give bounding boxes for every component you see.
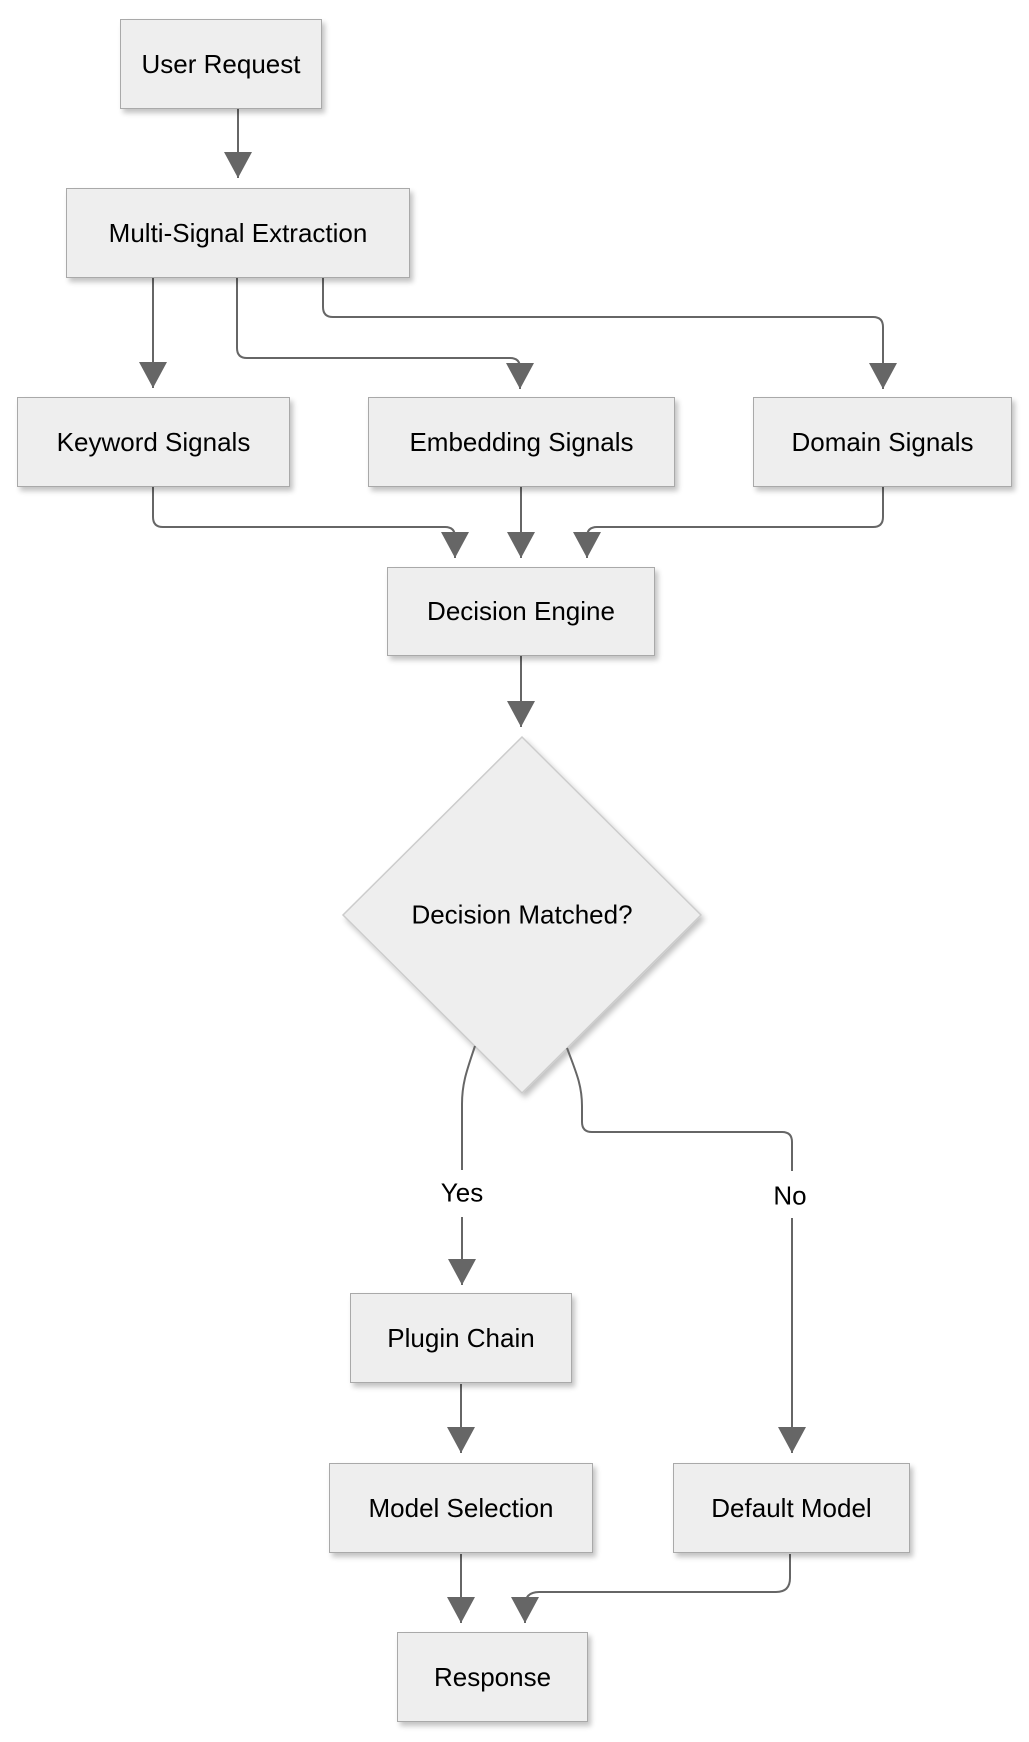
node-plugin-chain: Plugin Chain [350,1293,572,1383]
node-user-request: User Request [120,19,322,109]
edge-diamond-no-upper-segment [566,1047,793,1171]
edge-diamond-yes-upper-segment [461,1045,476,1170]
node-default-model-label: Default Model [711,1492,872,1523]
edge-multi-signal-to-embedding-arrow [236,277,534,389]
node-keyword-signals: Keyword Signals [17,397,290,487]
node-decision-engine: Decision Engine [387,567,655,656]
node-decision-matched-label: Decision Matched? [411,899,633,930]
node-multi-signal-extraction: Multi-Signal Extraction [66,188,410,278]
node-decision-engine-label: Decision Engine [427,596,615,626]
node-plugin-chain-label: Plugin Chain [387,1322,535,1353]
edge-default-model-to-response-arrow [511,1554,791,1623]
node-user-request-label: User Request [141,48,301,79]
node-default-model: Default Model [673,1463,910,1553]
node-response-label: Response [433,1661,552,1692]
node-model-selection-label: Model Selection [368,1492,554,1523]
node-decision-matched-diamond [341,735,703,1095]
node-keyword-signals-label: Keyword Signals [56,426,251,457]
edge-keyword-to-decision-engine-arrow [152,487,469,558]
edge-multi-signal-to-domain-arrow [322,277,897,389]
node-model-selection: Model Selection [329,1463,593,1553]
node-domain-signals-label: Domain Signals [791,426,974,457]
node-response: Response [397,1632,588,1722]
edge-label-yes: Yes [432,1175,492,1211]
edge-domain-to-decision-engine-arrow [573,487,884,558]
node-embedding-signals: Embedding Signals [368,397,675,487]
node-embedding-signals-label: Embedding Signals [409,426,634,457]
node-domain-signals: Domain Signals [753,397,1012,487]
edge-label-no: No [765,1178,815,1214]
node-multi-signal-extraction-label: Multi-Signal Extraction [108,217,368,248]
